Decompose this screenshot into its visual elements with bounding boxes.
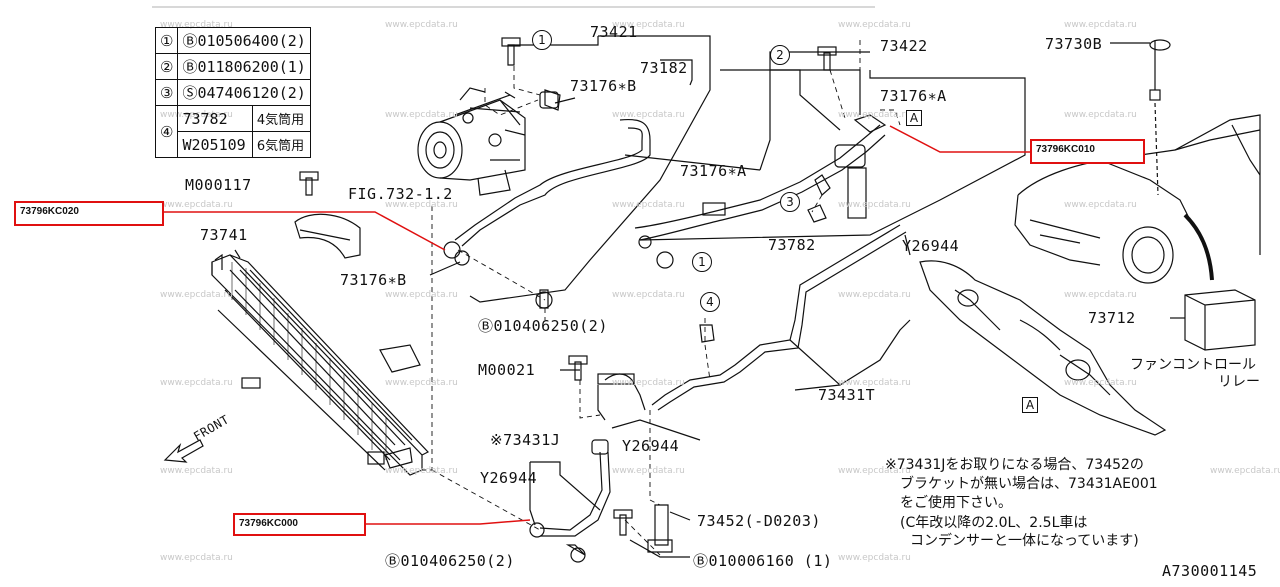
label-y26944-right: Y26944 — [902, 237, 960, 255]
label-73422: 73422 — [880, 37, 928, 55]
legend-part: W205109 — [177, 131, 253, 158]
legend-prefix: Ⓢ — [182, 84, 198, 102]
watermark: www.epcdata.ru — [160, 290, 233, 300]
label-fan-control: ファンコントロール — [1130, 357, 1256, 373]
watermark: www.epcdata.ru — [838, 110, 911, 120]
note-line: をご使用下さい。 — [900, 495, 1012, 511]
label-73176b-mid: 73176∗B — [340, 271, 407, 289]
label-73431t: 73431T — [818, 386, 876, 404]
watermark: www.epcdata.ru — [1064, 290, 1137, 300]
watermark: www.epcdata.ru — [1064, 200, 1137, 210]
label-73431j: ※73431J — [490, 431, 561, 449]
label-73712: 73712 — [1088, 309, 1136, 327]
note-line: ブラケットが無い場合は、73431AE001 — [900, 476, 1158, 492]
legend-prefix: Ⓑ — [182, 32, 198, 50]
legend-ref: ④ — [154, 105, 179, 158]
fastener-legend-table: ① Ⓑ010506400(2) ② Ⓑ011806200(1) ③ Ⓢ04740… — [154, 27, 311, 158]
marker-a: A — [906, 110, 922, 126]
watermark: www.epcdata.ru — [1064, 378, 1137, 388]
watermark: www.epcdata.ru — [160, 200, 233, 210]
watermark: www.epcdata.ru — [838, 290, 911, 300]
label-figure-id: A730001145 — [1162, 562, 1258, 580]
label-m00021: M00021 — [478, 361, 536, 379]
watermark: www.epcdata.ru — [612, 110, 685, 120]
label-y26944-left: Y26944 — [480, 469, 538, 487]
label-73730b: 73730B — [1045, 35, 1103, 53]
watermark: www.epcdata.ru — [160, 378, 233, 388]
watermark: www.epcdata.ru — [612, 466, 685, 476]
label-b010406250-mid: Ⓑ010406250(2) — [478, 317, 608, 335]
label-m000117: M000117 — [185, 176, 252, 194]
label-73176a-mid: 73176∗A — [680, 162, 747, 180]
watermark: www.epcdata.ru — [1210, 466, 1280, 476]
label-73782: 73782 — [768, 236, 816, 254]
bolt-drawings — [299, 37, 837, 563]
condenser-drawing — [211, 249, 429, 476]
watermark: www.epcdata.ru — [838, 466, 911, 476]
label-73182: 73182 — [640, 59, 688, 77]
watermark: www.epcdata.ru — [612, 378, 685, 388]
watermark: www.epcdata.ru — [838, 378, 911, 388]
label-b010406250-bottom: Ⓑ010406250(2) — [385, 552, 515, 570]
legend-ref: ① — [154, 27, 179, 54]
ref-circle-4: 4 — [700, 292, 720, 312]
watermark: www.epcdata.ru — [612, 290, 685, 300]
watermark: www.epcdata.ru — [160, 466, 233, 476]
label-relay: リレー — [1218, 374, 1260, 390]
label-73176a-top: 73176∗A — [880, 87, 947, 105]
note-line: (C年改以降の2.0L、2.5L車は — [900, 515, 1088, 531]
legend-row: ② Ⓑ011806200(1) — [154, 53, 311, 80]
legend-row: ④ 73782 4気筒用 — [154, 105, 311, 158]
legend-row: W205109 6気筒用 — [156, 131, 311, 158]
watermark: www.epcdata.ru — [385, 110, 458, 120]
hotspot-73796kc000[interactable]: 73796KC000 — [233, 513, 366, 536]
hotspot-73796kc020[interactable]: 73796KC020 — [14, 201, 164, 226]
watermark: www.epcdata.ru — [838, 553, 911, 563]
legend-part: 73782 — [177, 105, 253, 132]
note-line: ※73431Jをお取りになる場合、73452の — [885, 457, 1144, 473]
compressor-drawing — [417, 87, 526, 196]
note-line: コンデンサーと一体になっています) — [910, 533, 1139, 549]
legend-prefix: Ⓑ — [182, 58, 198, 76]
legend-part: 011806200(1) — [197, 58, 306, 76]
watermark: www.epcdata.ru — [1064, 110, 1137, 120]
label-73176b-top: 73176∗B — [570, 77, 637, 95]
ref-circle-1: 1 — [532, 30, 552, 50]
watermark: www.epcdata.ru — [1064, 20, 1137, 30]
label-73452: 73452(-D0203) — [697, 512, 821, 530]
label-fig-ref: FIG.732-1.2 — [348, 185, 453, 203]
legend-part: 047406120(2) — [197, 84, 306, 102]
legend-ref: ③ — [154, 79, 179, 106]
watermark: www.epcdata.ru — [385, 200, 458, 210]
label-73421: 73421 — [590, 23, 638, 41]
legend-row: ① Ⓑ010506400(2) — [154, 27, 311, 54]
ref-circle-3: 3 — [780, 192, 800, 212]
legend-ref: ② — [154, 53, 179, 80]
label-y26944-mid: Y26944 — [622, 437, 680, 455]
watermark: www.epcdata.ru — [385, 466, 458, 476]
watermark: www.epcdata.ru — [612, 20, 685, 30]
label-b010006160: Ⓑ010006160 (1) — [693, 552, 833, 570]
watermark: www.epcdata.ru — [385, 378, 458, 388]
legend-note: 6気筒用 — [251, 131, 311, 158]
legend-note: 4気筒用 — [251, 105, 311, 132]
watermark: www.epcdata.ru — [385, 20, 458, 30]
watermark: www.epcdata.ru — [838, 200, 911, 210]
watermark: www.epcdata.ru — [838, 20, 911, 30]
ref-circle-2: 2 — [770, 45, 790, 65]
hotspot-73796kc010[interactable]: 73796KC010 — [1030, 139, 1145, 164]
watermark: www.epcdata.ru — [160, 553, 233, 563]
marker-a: A — [1022, 397, 1038, 413]
car-drawing — [1014, 39, 1261, 284]
legend-row: ③ Ⓢ047406120(2) — [154, 79, 311, 106]
watermark: www.epcdata.ru — [385, 290, 458, 300]
watermark: www.epcdata.ru — [160, 20, 233, 30]
label-73741: 73741 — [200, 226, 248, 244]
watermark: www.epcdata.ru — [612, 200, 685, 210]
ref-circle-1: 1 — [692, 252, 712, 272]
legend-part: 010506400(2) — [197, 32, 306, 50]
